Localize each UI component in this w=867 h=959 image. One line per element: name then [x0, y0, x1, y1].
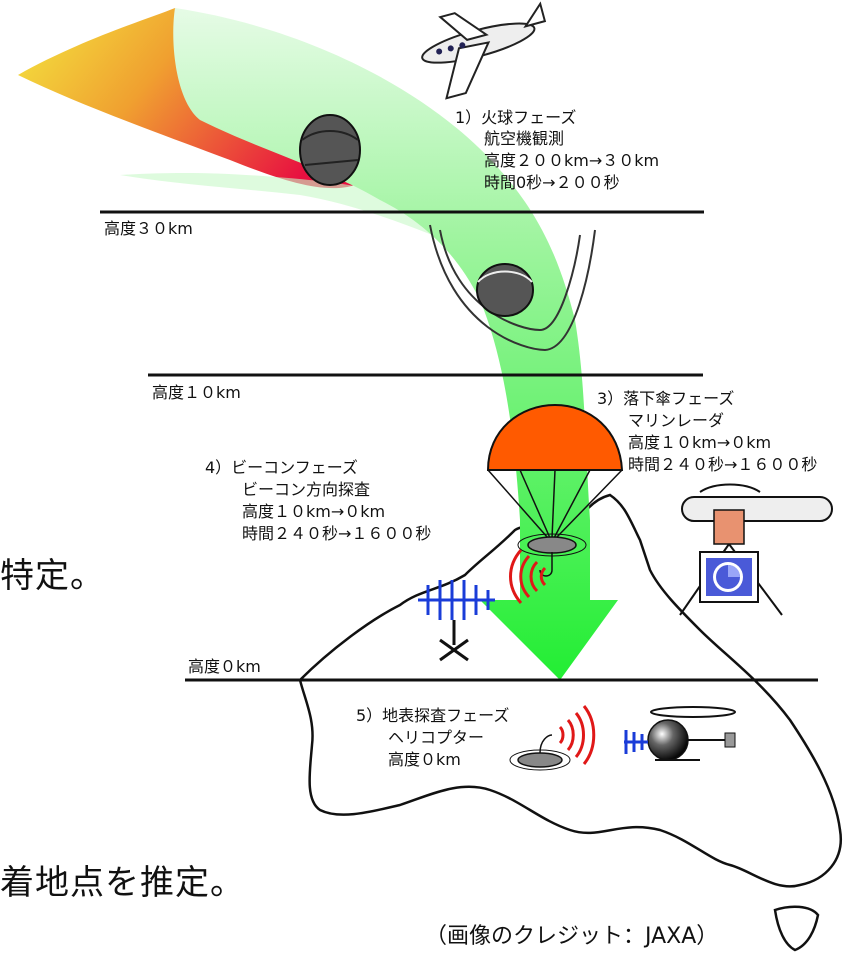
phase4-line1: ビーコン方向探査 — [242, 480, 371, 499]
phase5-line1: ヘリコプター — [388, 728, 485, 747]
capsule-fireball-icon — [299, 114, 361, 186]
phase3-line2: 高度１０km→０km — [628, 433, 772, 452]
image-credit: （画像のクレジット：JAXA） — [425, 924, 719, 949]
phase1-line2: 高度２００km→３０km — [484, 151, 660, 170]
radar-station-icon — [679, 483, 833, 616]
phase1-line3: 時間0秒→２００秒 — [484, 173, 620, 192]
phase4-title: 4）ビーコンフェーズ — [205, 458, 358, 477]
parachute-icon — [486, 403, 624, 577]
ground-beacon-icon — [509, 734, 571, 771]
airplane-icon — [421, 1, 547, 100]
altitude-30km-label: 高度３０km — [104, 219, 193, 238]
australia-map — [298, 493, 843, 888]
capsule-shockwave-icon — [429, 224, 596, 352]
phase1-line1: 航空機観測 — [484, 129, 565, 148]
helicopter-icon — [624, 706, 736, 761]
descent-path — [173, 8, 618, 680]
ground-antenna-icon — [418, 580, 495, 662]
phase5-title: 5）地表探査フェーズ — [356, 706, 510, 725]
phase3-line1: マリンレーダ — [628, 411, 725, 430]
text-fragment-1: 特定。 — [0, 556, 105, 596]
phase1-title: 1）火球フェーズ — [455, 108, 577, 127]
phase3-title: 3）落下傘フェーズ — [597, 389, 735, 408]
beacon-signal-icon — [509, 549, 547, 604]
text-fragment-2: 着地点を推定。 — [0, 863, 245, 903]
altitude-0km-label: 高度０km — [188, 657, 261, 676]
phase4-line2: 高度１０km→０km — [242, 502, 386, 521]
phase3-line3: 時間２４０秒→１６００秒 — [628, 455, 818, 474]
phase4-line3: 時間２４０秒→１６００秒 — [242, 524, 432, 543]
phase5-line2: 高度０km — [388, 750, 461, 769]
altitude-10km-label: 高度１０km — [152, 383, 241, 402]
tasmania-map — [773, 905, 820, 952]
ground-signal-icon — [558, 705, 596, 765]
